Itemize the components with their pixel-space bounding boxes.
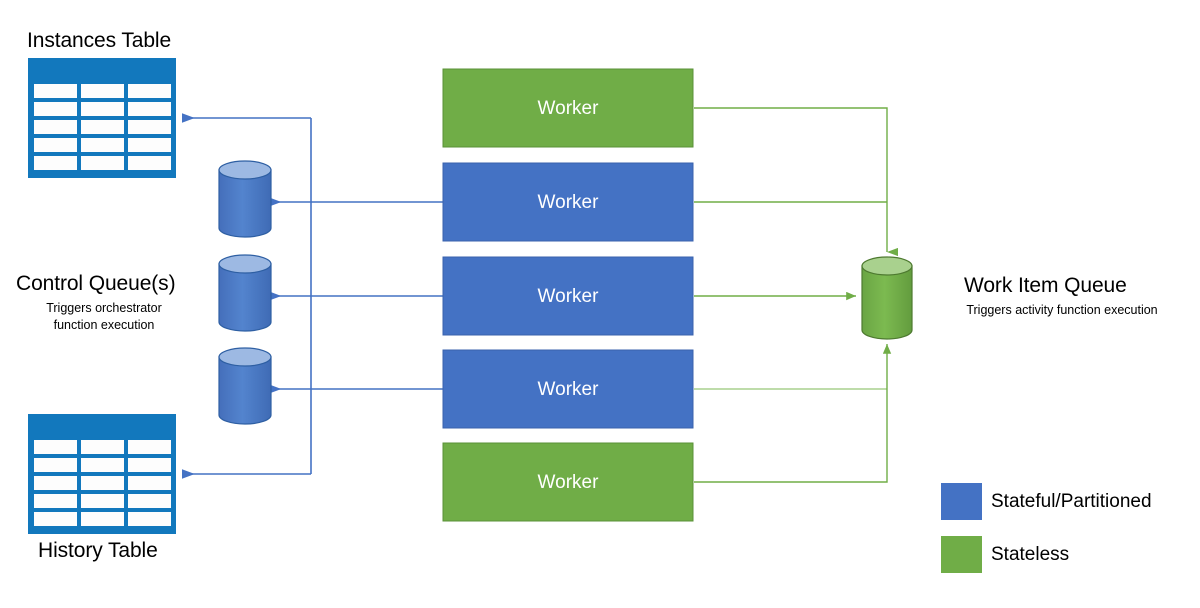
control-queue-cylinder-3 (218, 347, 272, 425)
work-item-queue-subtitle: Triggers activity function execution (966, 303, 1158, 317)
worker-box-4[interactable] (442, 349, 694, 429)
worker-label-4: Worker (537, 379, 599, 400)
control-queue-cylinder-1 (218, 160, 272, 238)
worker-label-5: Worker (537, 472, 599, 493)
worker-box-2[interactable] (442, 162, 694, 242)
worker-box-1[interactable] (442, 68, 694, 148)
worker-to-workitemqueue-connectors (694, 107, 899, 483)
work-item-queue-title: Work Item Queue (964, 274, 1127, 297)
legend-label-stateful: Stateful/Partitioned (991, 491, 1152, 512)
instances-table-graphic (28, 58, 176, 178)
worker-box-3[interactable] (442, 256, 694, 336)
history-table-label: History Table (38, 539, 158, 562)
legend-label-stateless: Stateless (991, 544, 1070, 565)
worker-box-5[interactable] (442, 442, 694, 522)
worker-label-1: Worker (537, 98, 599, 119)
control-queue-subtitle: Triggers orchestrator function execution (16, 300, 192, 334)
control-queue-subtitle-line2: function execution (53, 318, 155, 332)
legend-swatch-stateless (941, 536, 982, 573)
work-item-queue-cylinder (861, 256, 913, 340)
legend-swatch-stateful (941, 483, 982, 520)
control-queue-cylinder-2 (218, 254, 272, 332)
instances-table-label: Instances Table (27, 29, 172, 52)
control-queue-title: Control Queue(s) (16, 272, 176, 295)
worker-label-3: Worker (537, 286, 599, 307)
worker-label-2: Worker (537, 192, 599, 213)
control-queue-subtitle-line1: Triggers orchestrator (46, 301, 162, 315)
worker-to-table-connectors (182, 113, 312, 479)
history-table-graphic (28, 414, 176, 534)
worker-to-controlqueue-connectors (270, 197, 443, 394)
